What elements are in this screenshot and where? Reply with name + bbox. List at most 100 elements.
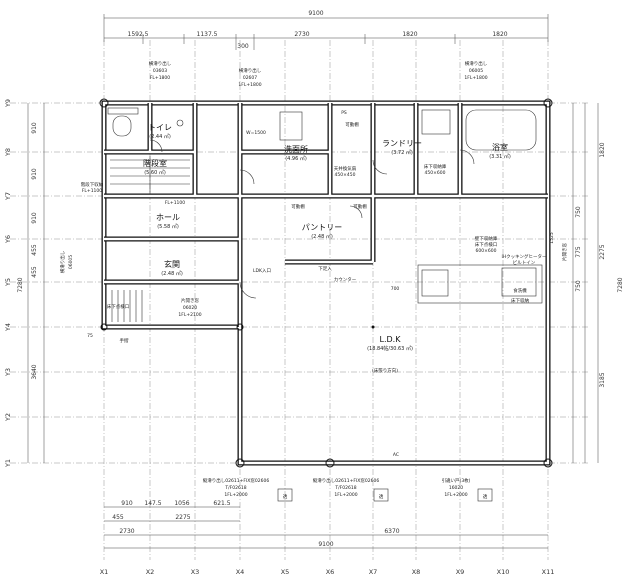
grid-y5: Y5 bbox=[4, 278, 12, 287]
note-shoe-box-3: 1FL+2100 bbox=[178, 312, 201, 318]
annotations: 横滑り出し 03603 FL+1800 横滑り出し 02607 1FL+1800… bbox=[59, 60, 568, 500]
room-labels: トイレ (2.44 ㎡) 階段室 (5.60 ㎡) ホール (5.58 ㎡) 玄… bbox=[143, 123, 511, 352]
top-dim-1: 1592.5 bbox=[128, 31, 149, 38]
bottom-dim-5: 455 bbox=[112, 514, 124, 521]
note-win-toilet-1: 横滑り出し bbox=[149, 60, 172, 67]
left-dim-3: 910 bbox=[31, 212, 38, 224]
top-dim-6: 1820 bbox=[492, 31, 507, 38]
grid-y4: Y4 bbox=[4, 323, 12, 332]
note-ceiling-unit-2: 450×450 bbox=[335, 172, 356, 178]
note-shoe-box-2: 06020 bbox=[183, 305, 197, 311]
note-win-bath-2: 06005 bbox=[469, 68, 483, 74]
note-win-bottom1-3: 1FL+2000 bbox=[224, 492, 247, 498]
left-dimensions: 910 910 910 455 455 3640 7280 bbox=[17, 103, 45, 463]
grid-x2: X2 bbox=[146, 568, 155, 576]
top-dim-5: 1820 bbox=[402, 31, 417, 38]
room-entrance: 玄関 bbox=[164, 259, 180, 269]
grid-x9: X9 bbox=[456, 568, 465, 576]
note-win-bottom2-3: 1FL+2000 bbox=[334, 492, 357, 498]
note-ps: PS bbox=[341, 110, 347, 116]
right-dim-4: 775 bbox=[575, 246, 582, 258]
room-stairs: 階段室 bbox=[143, 158, 167, 168]
note-value-700: 700 bbox=[391, 286, 400, 292]
note-win-bottom1-1: 縦滑り出し02611+FIX窓02606 bbox=[203, 477, 270, 484]
note-stair-storage-1: 階段下収納 bbox=[81, 181, 104, 188]
grid-axes bbox=[10, 40, 590, 560]
room-ldk: L.D.K bbox=[380, 335, 402, 344]
note-range-2: ビルトイン bbox=[513, 259, 536, 266]
note-counter: カウンター bbox=[334, 276, 357, 283]
grid-y8: Y8 bbox=[4, 148, 12, 157]
column-posts bbox=[99, 98, 553, 468]
grid-y6: Y6 bbox=[4, 235, 12, 244]
note-floor-dir: (床張り方向) bbox=[372, 367, 398, 374]
room-pantry: パントリー bbox=[302, 223, 342, 232]
note-win-wash-2: 02607 bbox=[243, 75, 257, 81]
room-hall-area: (5.58 ㎡) bbox=[157, 223, 179, 230]
note-win-bottom2-2: T/F02618 bbox=[334, 485, 356, 491]
note-kitchen-box-3: 600×600 bbox=[476, 248, 497, 254]
note-shelf-3: 可動棚 bbox=[353, 203, 367, 210]
left-total-dim: 7280 bbox=[17, 277, 24, 292]
note-value-1525: 1525 bbox=[549, 232, 555, 244]
bottom-dim-1: 910 bbox=[121, 500, 133, 507]
room-washroom: 洗面所 bbox=[284, 144, 308, 154]
grid-y1: Y1 bbox=[4, 459, 12, 468]
grid-x3: X3 bbox=[191, 568, 200, 576]
grid-x10: X10 bbox=[497, 568, 510, 576]
bottom-dim-6: 2275 bbox=[175, 514, 190, 521]
room-entrance-area: (2.48 ㎡) bbox=[161, 270, 183, 277]
top-dim-3: 300 bbox=[237, 43, 249, 50]
note-ldk-entry: LDK入口 bbox=[253, 268, 271, 274]
note-win-bath-3: 1FL+1800 bbox=[464, 75, 487, 81]
entrance-hatch bbox=[111, 290, 143, 322]
grid-x5: X5 bbox=[281, 568, 290, 576]
note-stair-storage-2: FL+1100 bbox=[82, 188, 102, 194]
bottom-total-dim: 9100 bbox=[318, 541, 333, 548]
note-shoes: 下足入 bbox=[318, 266, 332, 272]
fixtures bbox=[107, 107, 543, 502]
grid-x6: X6 bbox=[326, 568, 335, 576]
note-value-75: 75 bbox=[87, 333, 93, 339]
right-dimensions: 1820 750 2275 775 750 3185 7280 bbox=[572, 103, 624, 463]
room-toilet: トイレ bbox=[148, 123, 172, 132]
left-dim-1: 910 bbox=[31, 122, 38, 134]
right-dim-1: 1820 bbox=[599, 142, 606, 157]
note-transparent-2: 透 bbox=[379, 493, 384, 500]
top-dimensions: 9100 1592.5 1137.5 300 2730 1820 1820 bbox=[103, 10, 549, 50]
note-win-bath-1: 横滑り出し bbox=[465, 60, 488, 67]
walls bbox=[101, 100, 551, 466]
top-total-dim: 9100 bbox=[308, 10, 323, 17]
note-floor-storage-1: 床下収納庫 bbox=[424, 163, 447, 170]
note-win-toilet-2: 03603 bbox=[153, 68, 167, 74]
note-transparent-3: 透 bbox=[483, 493, 488, 500]
grid-y9: Y9 bbox=[4, 99, 12, 108]
note-fl: FL+1100 bbox=[165, 200, 185, 206]
right-dim-3: 2275 bbox=[599, 244, 606, 259]
note-win-wash-1: 横滑り出し bbox=[239, 67, 262, 74]
right-dim-6: 3185 bbox=[599, 372, 606, 387]
note-floor-storage-2: 450×600 bbox=[425, 170, 446, 176]
note-win-bottom3-3: 1FL+2000 bbox=[444, 492, 467, 498]
right-dim-5: 750 bbox=[575, 280, 582, 292]
grid-labels-y: Y9 Y8 Y7 Y6 Y5 Y4 Y3 Y2 Y1 bbox=[4, 99, 12, 468]
note-win-bottom1-2: T/F02618 bbox=[224, 485, 246, 491]
note-handrail: 手摺 bbox=[120, 337, 129, 344]
note-shelf-2: 可動棚 bbox=[291, 203, 305, 210]
grid-x7: X7 bbox=[369, 568, 378, 576]
note-transparent-1: 透 bbox=[283, 493, 288, 500]
left-dim-4: 455 bbox=[31, 244, 38, 256]
right-dim-2: 750 bbox=[575, 206, 582, 218]
left-dim-6: 3640 bbox=[31, 364, 38, 379]
room-stairs-area: (5.60 ㎡) bbox=[144, 169, 166, 176]
grid-x1: X1 bbox=[100, 568, 109, 576]
note-win-wash-3: 1FL+1800 bbox=[238, 82, 261, 88]
left-dim-2: 910 bbox=[31, 168, 38, 180]
note-win-bottom3-2: 16020 bbox=[449, 485, 463, 491]
bottom-dim-4: 621.5 bbox=[213, 500, 230, 507]
note-vert-win-right: 片開き窓 bbox=[561, 243, 568, 261]
left-dim-5: 455 bbox=[31, 266, 38, 278]
stair-treads bbox=[110, 156, 190, 194]
room-laundry: ランドリー bbox=[382, 139, 422, 148]
